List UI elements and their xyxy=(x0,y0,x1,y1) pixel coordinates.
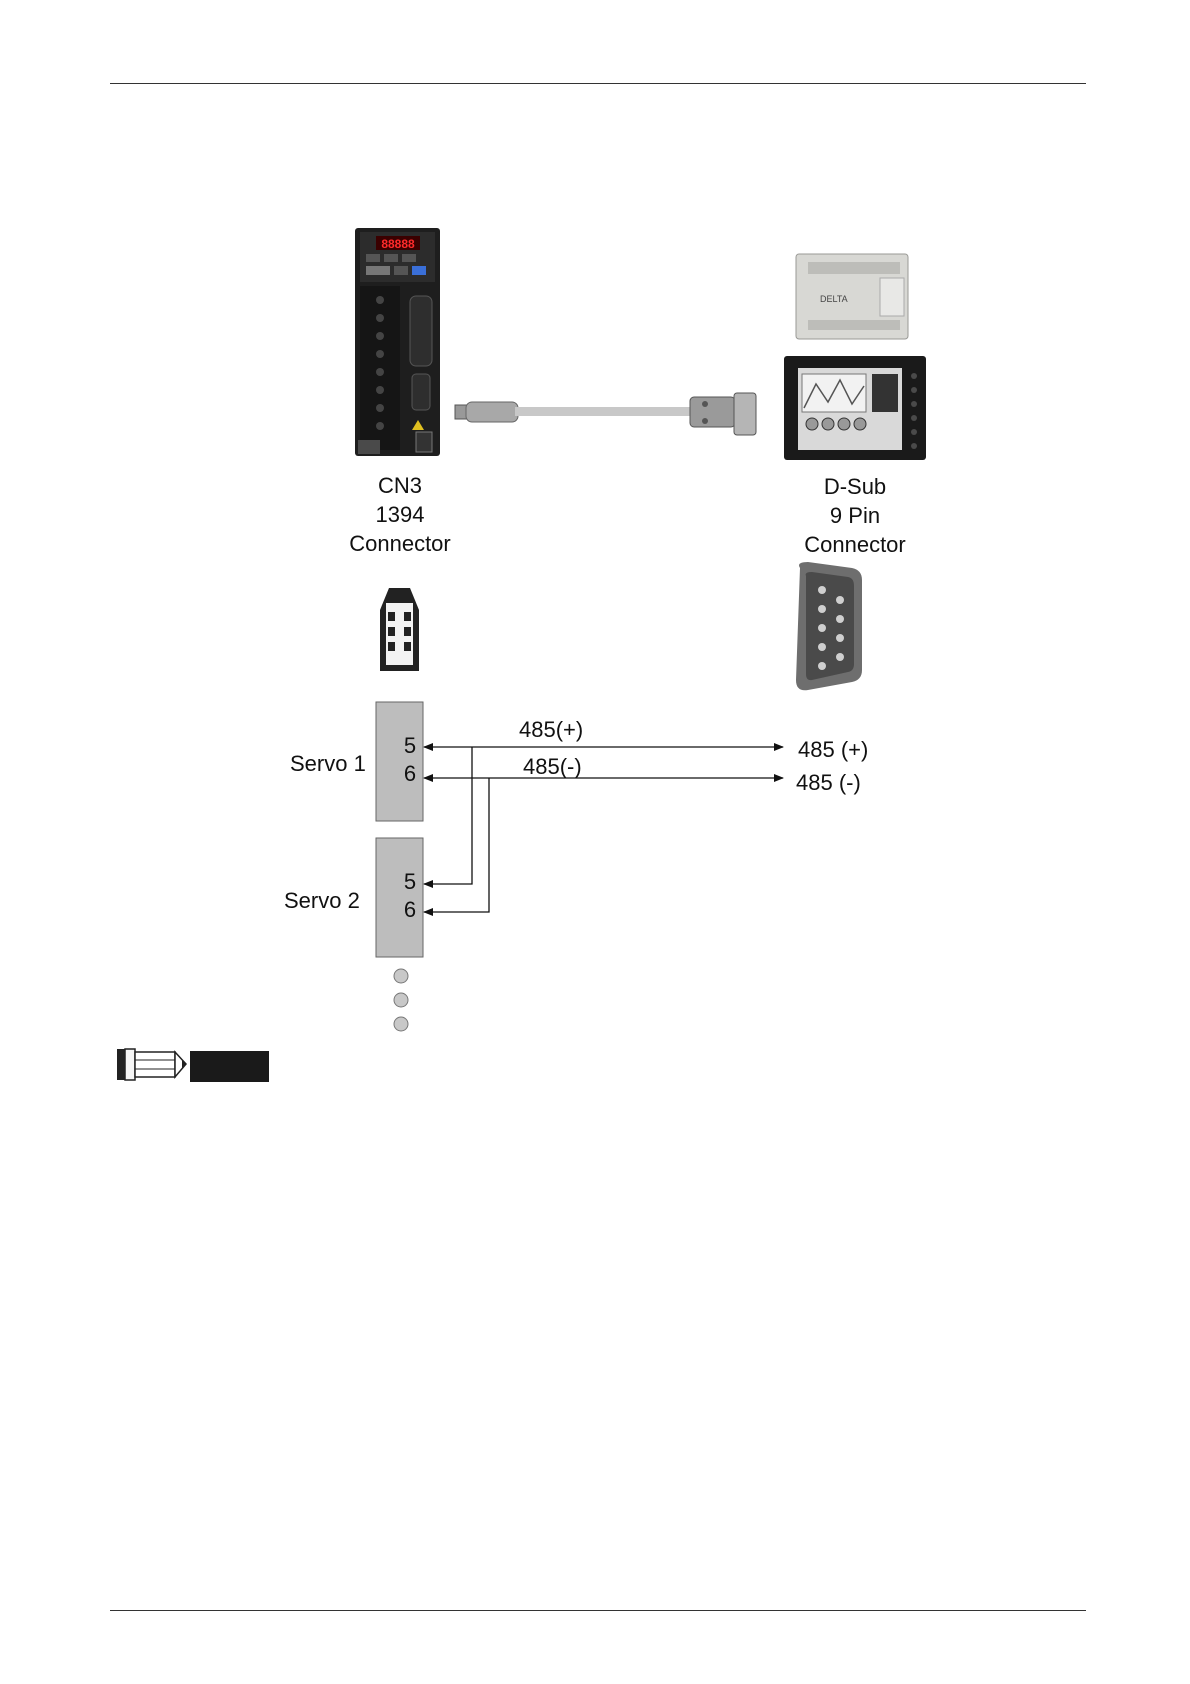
servo2-pin5: 5 xyxy=(404,869,416,894)
note-pencil-icon xyxy=(117,1049,186,1080)
servo2-pin6: 6 xyxy=(404,897,416,922)
line-plus-label: 485(+) xyxy=(519,717,583,742)
servo2-label: Servo 2 xyxy=(284,888,360,913)
line-minus-label: 485(-) xyxy=(523,754,582,779)
servo1-label: Servo 1 xyxy=(290,751,366,776)
dest-plus-label: 485 (+) xyxy=(798,737,868,762)
servo2-plus-branch xyxy=(424,747,472,884)
dest-minus-label: 485 (-) xyxy=(796,770,861,795)
servo1-pin6: 6 xyxy=(404,761,416,786)
note-badge xyxy=(190,1051,269,1082)
continuation-dots xyxy=(394,969,408,1031)
servo1-pin5: 5 xyxy=(404,733,416,758)
servo2-minus-branch xyxy=(424,778,489,912)
